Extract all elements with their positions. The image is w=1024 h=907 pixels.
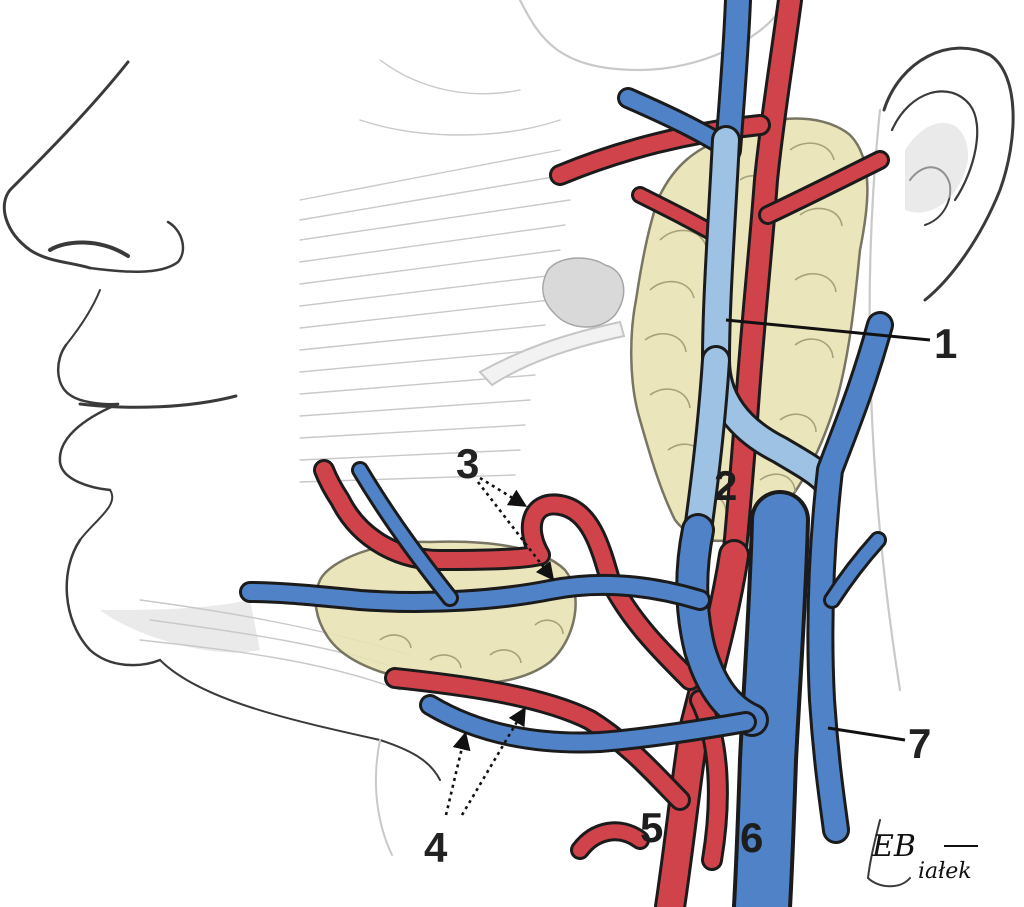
signature-text: iałek bbox=[918, 859, 972, 884]
label-4: 4 bbox=[424, 824, 448, 871]
veins bbox=[239, 0, 894, 907]
label-7: 7 bbox=[908, 720, 931, 767]
artist-signature: EB iałek bbox=[867, 819, 978, 888]
label-2: 2 bbox=[714, 462, 737, 509]
submandibular-gland bbox=[314, 540, 577, 686]
arrow-3a bbox=[479, 476, 528, 507]
leader-1 bbox=[725, 318, 931, 342]
label-1: 1 bbox=[934, 320, 957, 367]
face-sketch bbox=[2, 0, 1015, 856]
signature-initials: EB bbox=[871, 829, 916, 864]
label-3: 3 bbox=[456, 440, 479, 487]
arrow-4a bbox=[444, 731, 471, 816]
label-5: 5 bbox=[640, 804, 663, 851]
leader-lines bbox=[444, 318, 931, 816]
arteries bbox=[313, 0, 890, 907]
leader-7 bbox=[827, 726, 906, 742]
label-6: 6 bbox=[740, 814, 763, 861]
labels: 1 2 3 4 5 6 7 bbox=[424, 320, 957, 871]
